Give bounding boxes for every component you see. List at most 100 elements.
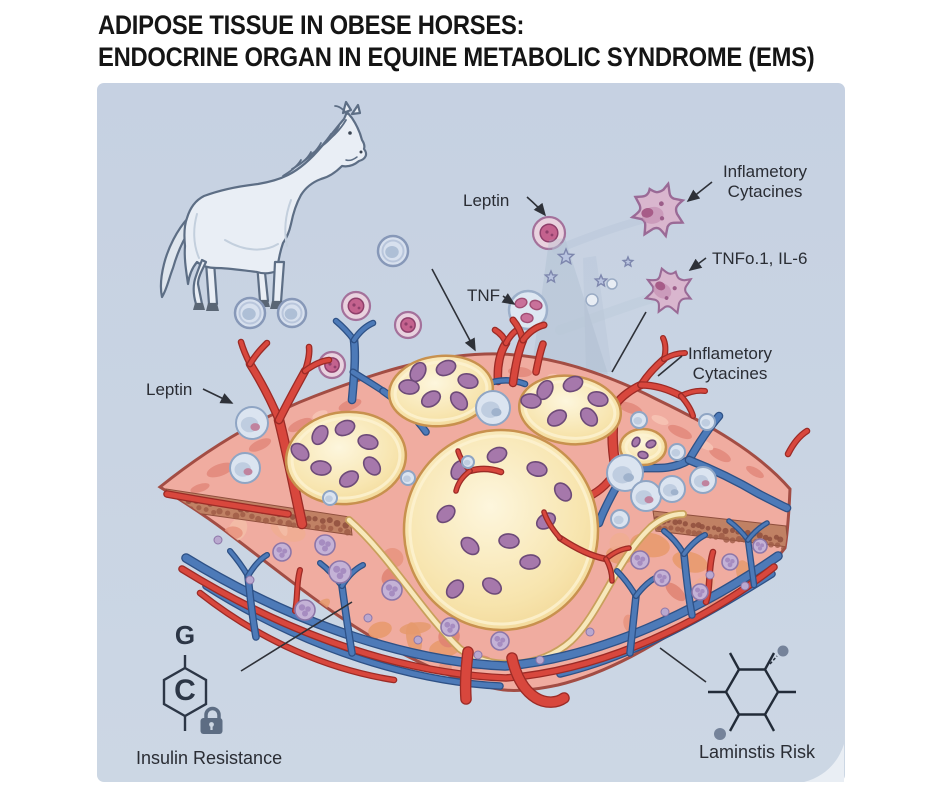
immune-cells [229,390,717,529]
horse-illustration [159,100,368,509]
fat-cell-nucleus [486,446,508,464]
fat-cell-nucleus [579,407,599,427]
fat-cell-nucleus [435,359,457,377]
fat-cell [284,410,408,506]
stromal-cell-cluster [490,631,510,651]
fat-cell-nucleus [645,439,657,449]
fat-cell-nucleus [362,456,382,476]
immune-cell-icon [630,480,662,512]
laminitis-molecule-icon [708,652,796,732]
label-inflammatory-mid-line2: Cytacines [692,364,768,383]
leptin-cell-icon [393,310,423,340]
fat-cell-nucleus [519,554,541,570]
fat-cell-nucleus [290,442,310,462]
immune-cell-icon [400,470,416,486]
circulating-cells [233,215,567,380]
nerve-band [345,510,687,668]
immune-cell-icon [235,406,269,440]
fat-cell-nucleus [520,393,542,409]
fat-cell-nucleus [637,450,649,460]
immune-cell-icon [475,390,511,426]
blue-cell-icon [376,234,410,268]
inflammatory-top-line [686,181,713,202]
immune-cell-icon [606,454,644,492]
immune-cell-icon [610,509,630,529]
leptin-cell-icon [340,290,372,322]
hexagon-center-letter: C [174,674,196,707]
fat-cell-nucleus [553,482,573,502]
label-connectors [202,181,713,683]
fat-cell-nucleus [481,577,503,595]
vesicle-icon [585,293,599,307]
lock-icon [200,706,223,734]
horse-ears [341,100,362,116]
small-cell-dot [363,613,373,623]
title-line-1: ADIPOSE TISSUE IN OBESE HORSES: [98,10,525,40]
immune-cell-icon [630,411,648,429]
leptin-top-arrow [526,196,546,217]
macrophage-tissue-line [611,311,647,373]
fat-cell-nucleus [562,375,584,393]
insulin-connector [240,601,353,672]
fat-cell-nucleus [420,390,442,408]
molecule-dots [714,645,789,740]
star-particle-icon [593,273,609,288]
stromal-cell-cluster [630,550,650,570]
cytokine-particles [507,247,635,331]
immune-cell-icon [668,443,686,461]
stromal-cell-cluster [294,599,316,621]
fat-cell-nucleus [460,536,480,556]
stromal-cells [213,534,768,665]
label-inflammatory-top-line2: Cytacines [727,182,803,201]
label-tnf: TNF [467,286,501,305]
small-cell-dot [705,570,715,580]
tnf-cell-icon [507,289,549,331]
fat-cell [618,427,668,467]
star-particle-icon [543,269,559,284]
hexagon-top-letter: G [174,620,196,650]
stromal-cell-cluster [653,569,671,587]
horse-mouth [345,156,358,162]
fat-cell-nucleus [587,390,609,408]
label-inflammatory-mid: Inflametory Cytacines [674,344,786,384]
title-line-2: ENDOCRINE ORGAN IN EQUINE METABOLIC SYND… [98,42,815,72]
fat-cells [284,354,668,632]
label-tnf-il6: TNFo.1, IL-6 [712,249,808,268]
fat-cell-nucleus [457,372,479,390]
leptin-cell-icon [531,215,567,251]
fat-cell-nucleus [526,460,548,478]
horse-face-details [348,131,363,154]
fat-cell-nucleus [398,379,420,395]
stromal-cell-cluster [752,538,768,554]
long-arrow [431,268,476,352]
page-curl [804,744,844,782]
fat-cell-nucleus [449,391,469,411]
horse-hind-leg-near [192,258,208,306]
label-inflammatory-mid-line1: Inflametory [687,344,773,363]
immune-cell-icon [658,475,686,503]
fat-cell-nucleus [311,424,329,446]
stromal-cell-cluster [314,534,336,556]
stromal-cell-cluster [691,583,709,601]
stromal-cell-cluster [272,542,292,562]
fat-cell-nucleus [436,504,456,524]
fat-cell-nucleus [338,470,360,488]
immune-cell-icon [689,466,717,494]
fat-cell-nucleus [445,579,465,599]
leptin-cell-icon [317,350,347,380]
stromal-cell-cluster [328,560,352,584]
stromal-cell-cluster [381,579,403,601]
fat-cell [517,374,623,446]
inflammatory-mid-line [657,355,683,377]
blue-cell-icon [276,297,308,329]
horse-tail [159,216,192,299]
tnf-arrow [501,293,516,305]
fat-cell-nucleus [334,419,356,437]
label-inflammatory-top: Inflametory Cytacines [711,162,819,202]
fat-cell-nucleus [631,436,641,448]
tnf-il6-line [688,257,707,271]
small-cell-dot [585,627,595,637]
label-laminitis-risk: Laminstis Risk [699,742,816,762]
